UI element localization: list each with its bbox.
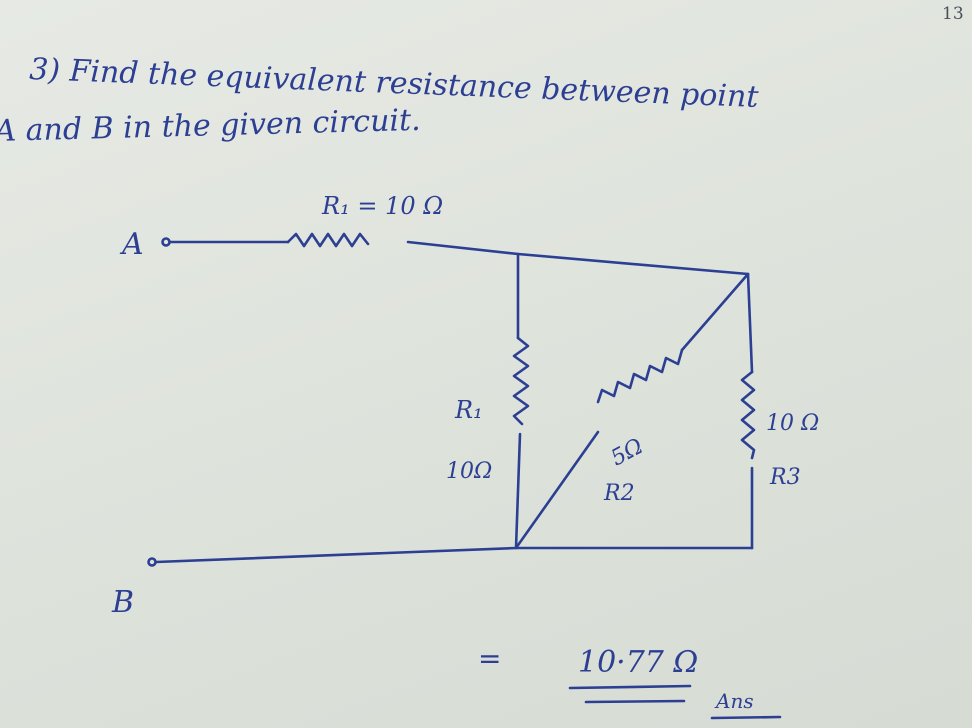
wire-right-vertical-top — [746, 272, 754, 374]
label-terminal-a: A — [119, 227, 144, 262]
label-r1-vertical-value: 10Ω — [446, 459, 492, 484]
wire-bottom — [154, 546, 754, 564]
answer-underline-1 — [568, 684, 692, 690]
wire-diagonal-bottom — [514, 430, 600, 550]
ans-underline — [710, 715, 782, 720]
wire-top — [406, 240, 750, 276]
label-r3-name: R3 — [769, 465, 801, 490]
label-r1-top: R₁ = 10 Ω — [321, 192, 443, 220]
answer-value: 10·77 Ω — [578, 645, 698, 680]
label-r1-vertical-name: R₁ — [454, 396, 483, 424]
terminal-a-dot — [161, 237, 171, 247]
answer-underline-2 — [584, 699, 686, 704]
resistor-r1-top — [286, 232, 370, 248]
terminal-b-dot — [147, 557, 157, 567]
answer-equals: = — [478, 642, 501, 675]
answer-label: Ans — [714, 689, 754, 713]
label-r3-value: 10 Ω — [766, 411, 819, 436]
wire-diagonal-top — [680, 272, 750, 352]
label-terminal-b: B — [111, 585, 134, 620]
resistor-r1-vertical — [512, 336, 530, 426]
label-r2-name: R2 — [603, 481, 635, 506]
resistor-r3 — [740, 370, 756, 460]
wire-left-vertical-bottom — [514, 432, 522, 550]
page-number: 13 — [942, 4, 964, 24]
resistor-r2 — [596, 348, 684, 404]
label-r2-value: 5Ω — [607, 434, 647, 471]
